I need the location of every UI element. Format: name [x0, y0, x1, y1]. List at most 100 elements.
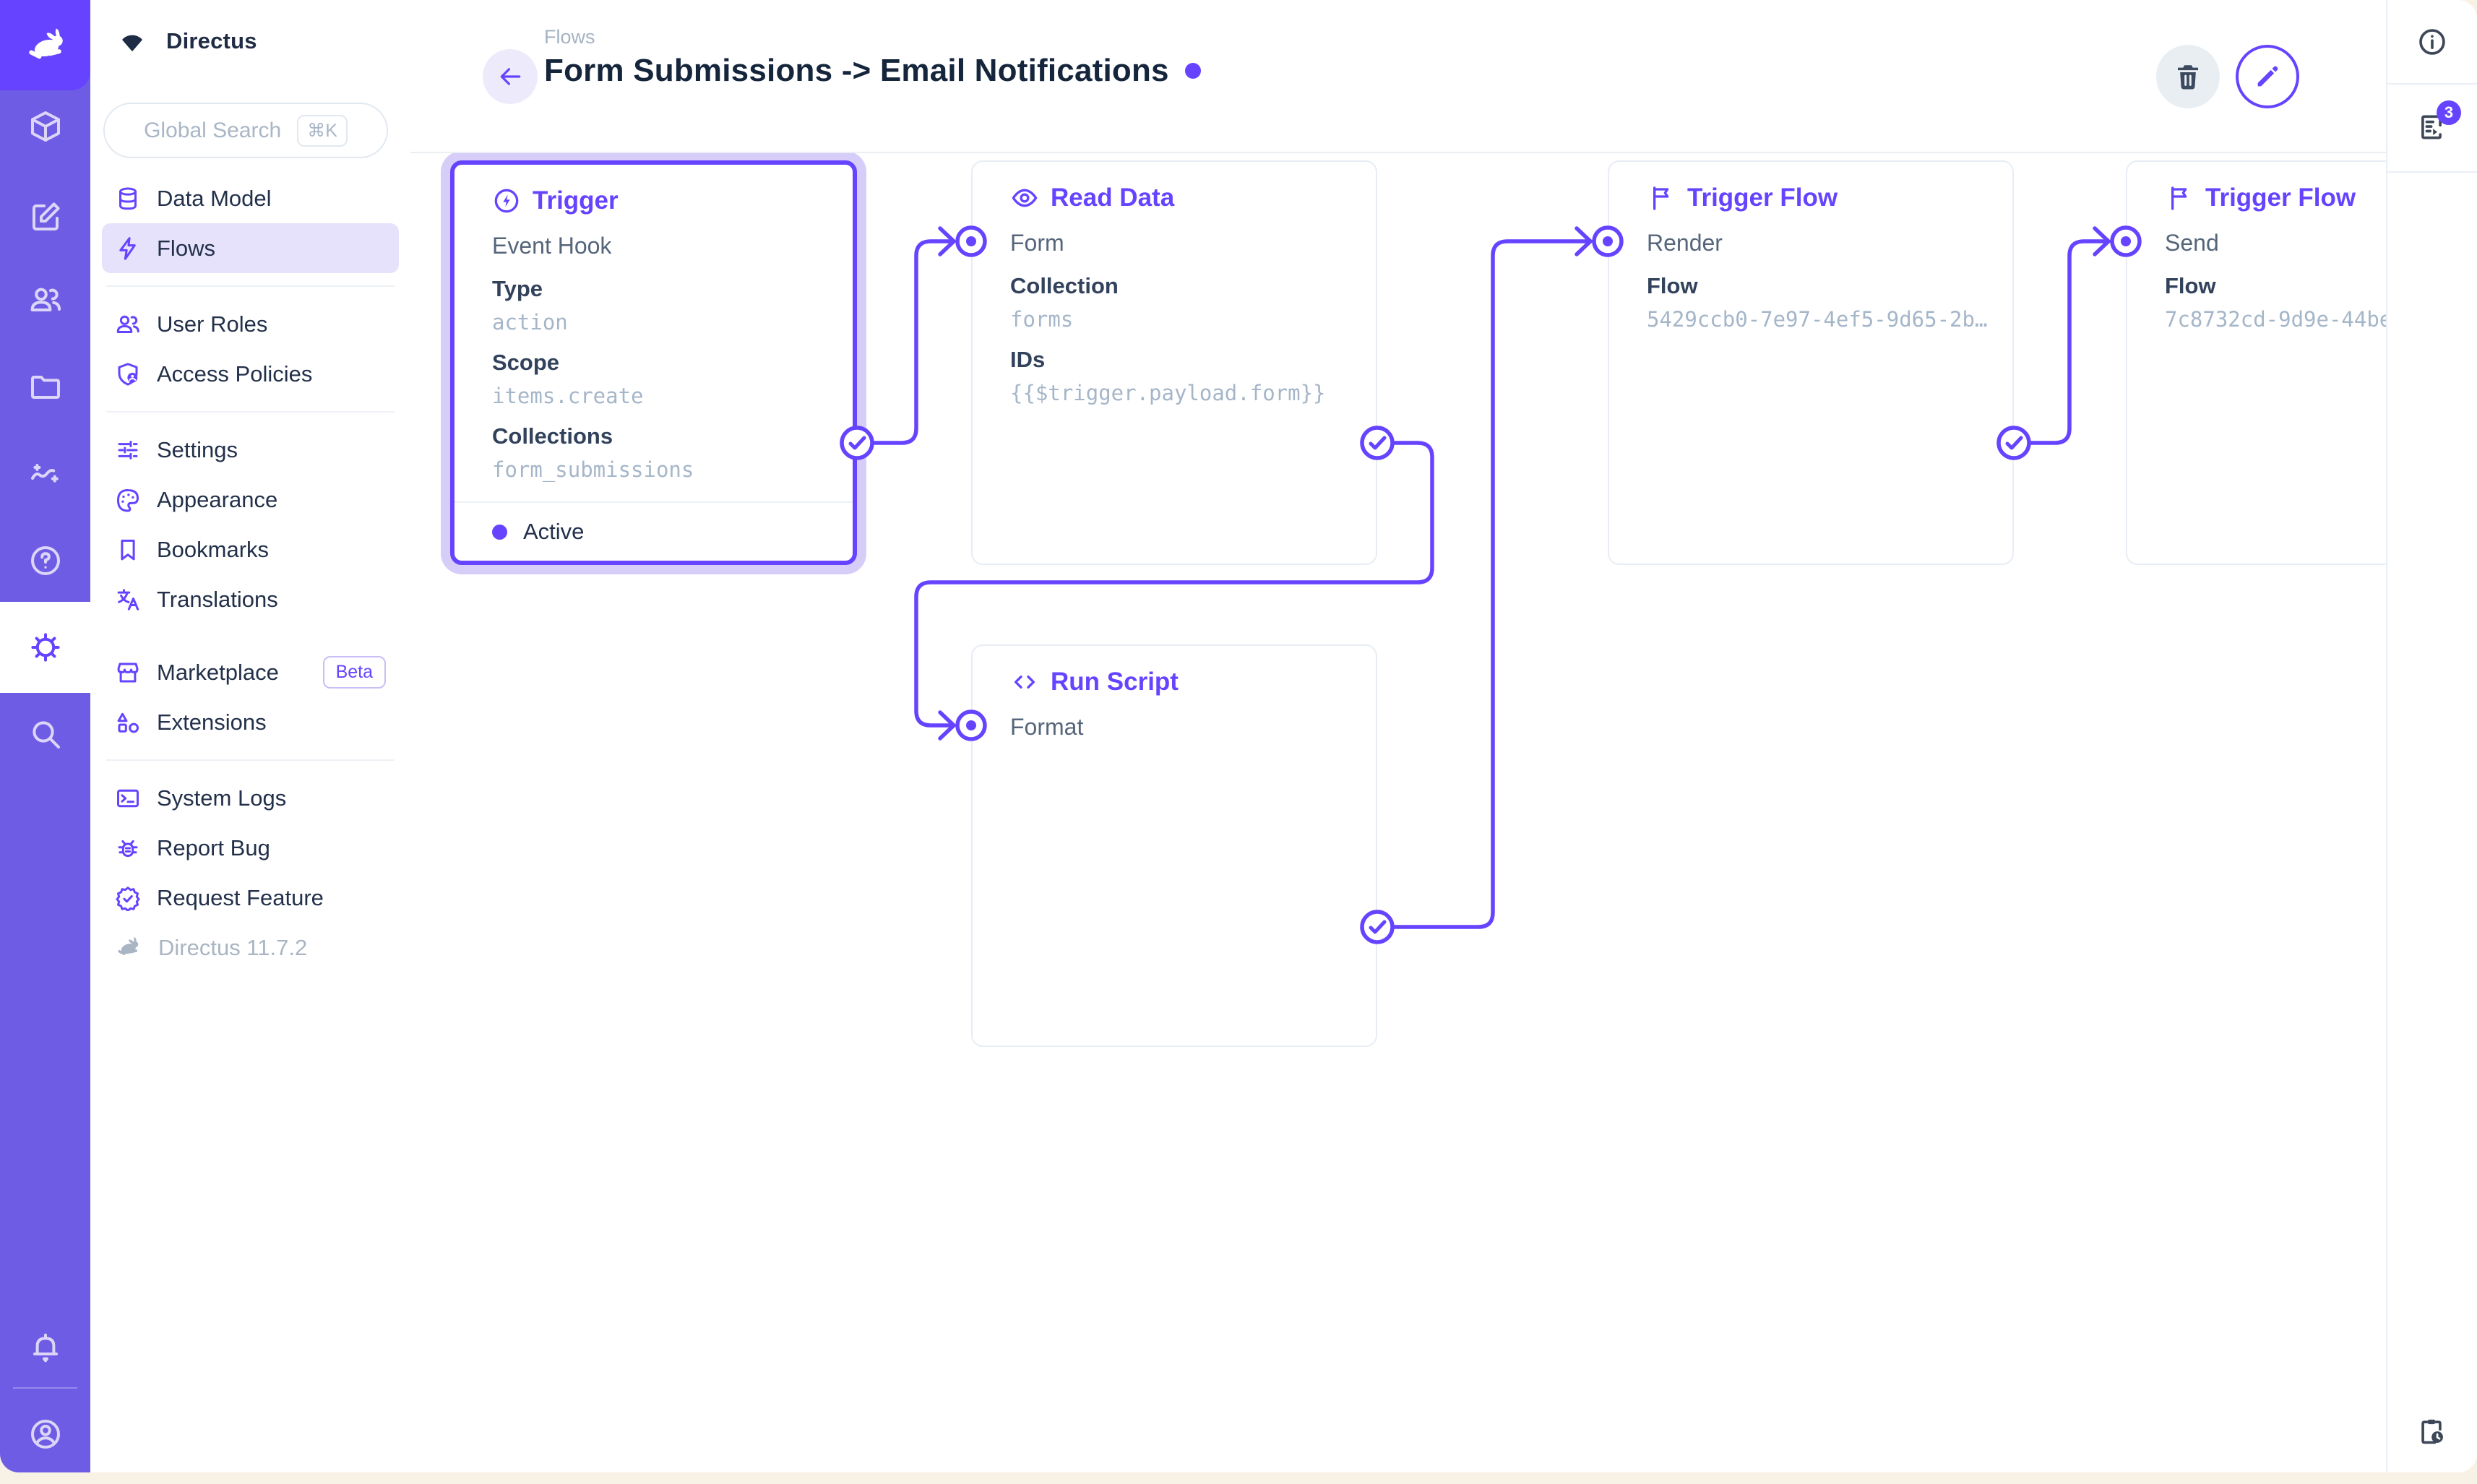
- edit-icon: [28, 199, 63, 234]
- project-row[interactable]: Directus: [90, 16, 410, 66]
- field-mono: form_submissions: [492, 457, 694, 482]
- panel-title: Trigger Flow: [2127, 162, 2477, 214]
- title-block: Flows Form Submissions -> Email Notifica…: [544, 26, 1201, 89]
- field-mono: items.create: [492, 384, 644, 408]
- sidebar-item-label: Request Feature: [157, 884, 324, 910]
- sidebar-item-label: Data Model: [157, 185, 272, 211]
- users-icon: [115, 311, 141, 337]
- sliders-icon: [115, 437, 141, 463]
- search-shortcut: ⌘K: [297, 114, 348, 147]
- sidebar-item-report-bug[interactable]: Report Bug: [102, 823, 399, 873]
- module-content-button[interactable]: [0, 81, 90, 172]
- module-files-button[interactable]: [0, 342, 90, 433]
- gear-icon: [28, 630, 63, 665]
- project-name: Directus: [166, 28, 257, 53]
- info-button[interactable]: [2387, 0, 2477, 85]
- module-users-button[interactable]: [0, 254, 90, 345]
- code-icon: [1010, 668, 1039, 696]
- back-button[interactable]: [483, 49, 538, 104]
- module-settings-button[interactable]: [0, 602, 90, 693]
- sidebar-item-label: System Logs: [157, 785, 287, 811]
- field-plain: Send: [2165, 230, 2219, 256]
- global-search-input[interactable]: Global Search ⌘K: [103, 103, 388, 158]
- beta-badge: Beta: [322, 656, 386, 689]
- shield-user-icon: [115, 361, 141, 387]
- version-label: Directus 11.7.2: [158, 934, 308, 960]
- sidebar-item-request-feature[interactable]: Request Feature: [102, 873, 399, 923]
- folder-icon: [28, 370, 63, 405]
- search-icon: [28, 717, 63, 751]
- store-icon: [115, 660, 141, 686]
- bookmark-icon: [115, 537, 141, 563]
- flow-status-dot: [1184, 63, 1201, 79]
- sidebar-item-label: User Roles: [157, 311, 268, 337]
- delete-flow-button[interactable]: [2156, 45, 2220, 108]
- database-icon: [115, 186, 141, 212]
- cube-icon: [28, 109, 63, 144]
- page-header: Flows Form Submissions -> Email Notifica…: [410, 0, 2386, 153]
- right-sidebar: 3: [2386, 0, 2477, 1472]
- help-icon: [28, 543, 63, 578]
- module-search-button[interactable]: [0, 689, 90, 780]
- edit-flow-button[interactable]: [2236, 45, 2299, 108]
- active-status-dot: [492, 524, 507, 540]
- terminal-icon: [115, 785, 141, 811]
- sidebar-item-label: Flows: [157, 235, 215, 261]
- field-label: Flow: [1647, 273, 1698, 298]
- notifications-button[interactable]: [0, 1302, 90, 1393]
- translate-icon: [115, 587, 141, 613]
- directus-logo[interactable]: [0, 0, 90, 90]
- sidebar-item-appearance[interactable]: Appearance: [102, 475, 399, 525]
- nav-divider: [106, 759, 395, 761]
- sidebar-item-settings[interactable]: Settings: [102, 425, 399, 475]
- sidebar-item-access-policies[interactable]: Access Policies: [102, 349, 399, 399]
- account-button[interactable]: [0, 1389, 90, 1472]
- sidebar-item-translations[interactable]: Translations: [102, 574, 399, 624]
- version-row: Directus 11.7.2: [102, 923, 399, 972]
- panel-title-label: Trigger Flow: [1687, 184, 1838, 212]
- users-icon: [28, 282, 63, 317]
- panel-title: Run Script: [973, 646, 1376, 698]
- sidebar-item-label: Bookmarks: [157, 536, 270, 562]
- sidebar-item-flows[interactable]: Flows: [102, 223, 399, 273]
- sidebar-item-data-model[interactable]: Data Model: [102, 173, 399, 223]
- palette-icon: [115, 487, 141, 513]
- panel-title: Trigger Flow: [1609, 162, 2012, 214]
- seal-check-icon: [115, 885, 141, 912]
- field-mono: forms: [1010, 307, 1074, 332]
- logs-button[interactable]: 3: [2387, 85, 2477, 173]
- nav-divider: [106, 285, 395, 287]
- panel-title-label: Read Data: [1051, 184, 1175, 212]
- extension-icon: [115, 709, 141, 735]
- sidebar-item-label: Translations: [157, 586, 278, 612]
- field-label: Flow: [2165, 273, 2216, 298]
- field-plain: Format: [1010, 714, 1084, 740]
- schedule-button[interactable]: [2387, 1403, 2477, 1461]
- module-editor-button[interactable]: [0, 171, 90, 262]
- sidebar-item-label: Marketplace: [157, 659, 279, 685]
- sidebar-item-bookmarks[interactable]: Bookmarks: [102, 525, 399, 574]
- panel-title: Read Data: [973, 162, 1376, 214]
- pencil-icon: [2253, 62, 2282, 91]
- module-insights-button[interactable]: [0, 428, 90, 519]
- panel-title-label: Trigger Flow: [2205, 184, 2356, 212]
- field-label: Collection: [1010, 273, 1119, 298]
- activity-icon: [28, 457, 63, 491]
- field-plain: Event Hook: [492, 233, 612, 259]
- sidebar-item-user-roles[interactable]: User Roles: [102, 299, 399, 349]
- module-docs-button[interactable]: [0, 515, 90, 606]
- search-placeholder: Global Search: [144, 118, 282, 142]
- sidebar-item-marketplace[interactable]: Marketplace Beta: [102, 647, 399, 697]
- field-label: Type: [492, 276, 543, 301]
- panel-status-footer: Active: [455, 501, 853, 561]
- sidebar-item-extensions[interactable]: Extensions: [102, 697, 399, 747]
- field-plain: Render: [1647, 230, 1723, 256]
- field-plain: Form: [1010, 230, 1064, 256]
- sidebar-item-system-logs[interactable]: System Logs: [102, 773, 399, 823]
